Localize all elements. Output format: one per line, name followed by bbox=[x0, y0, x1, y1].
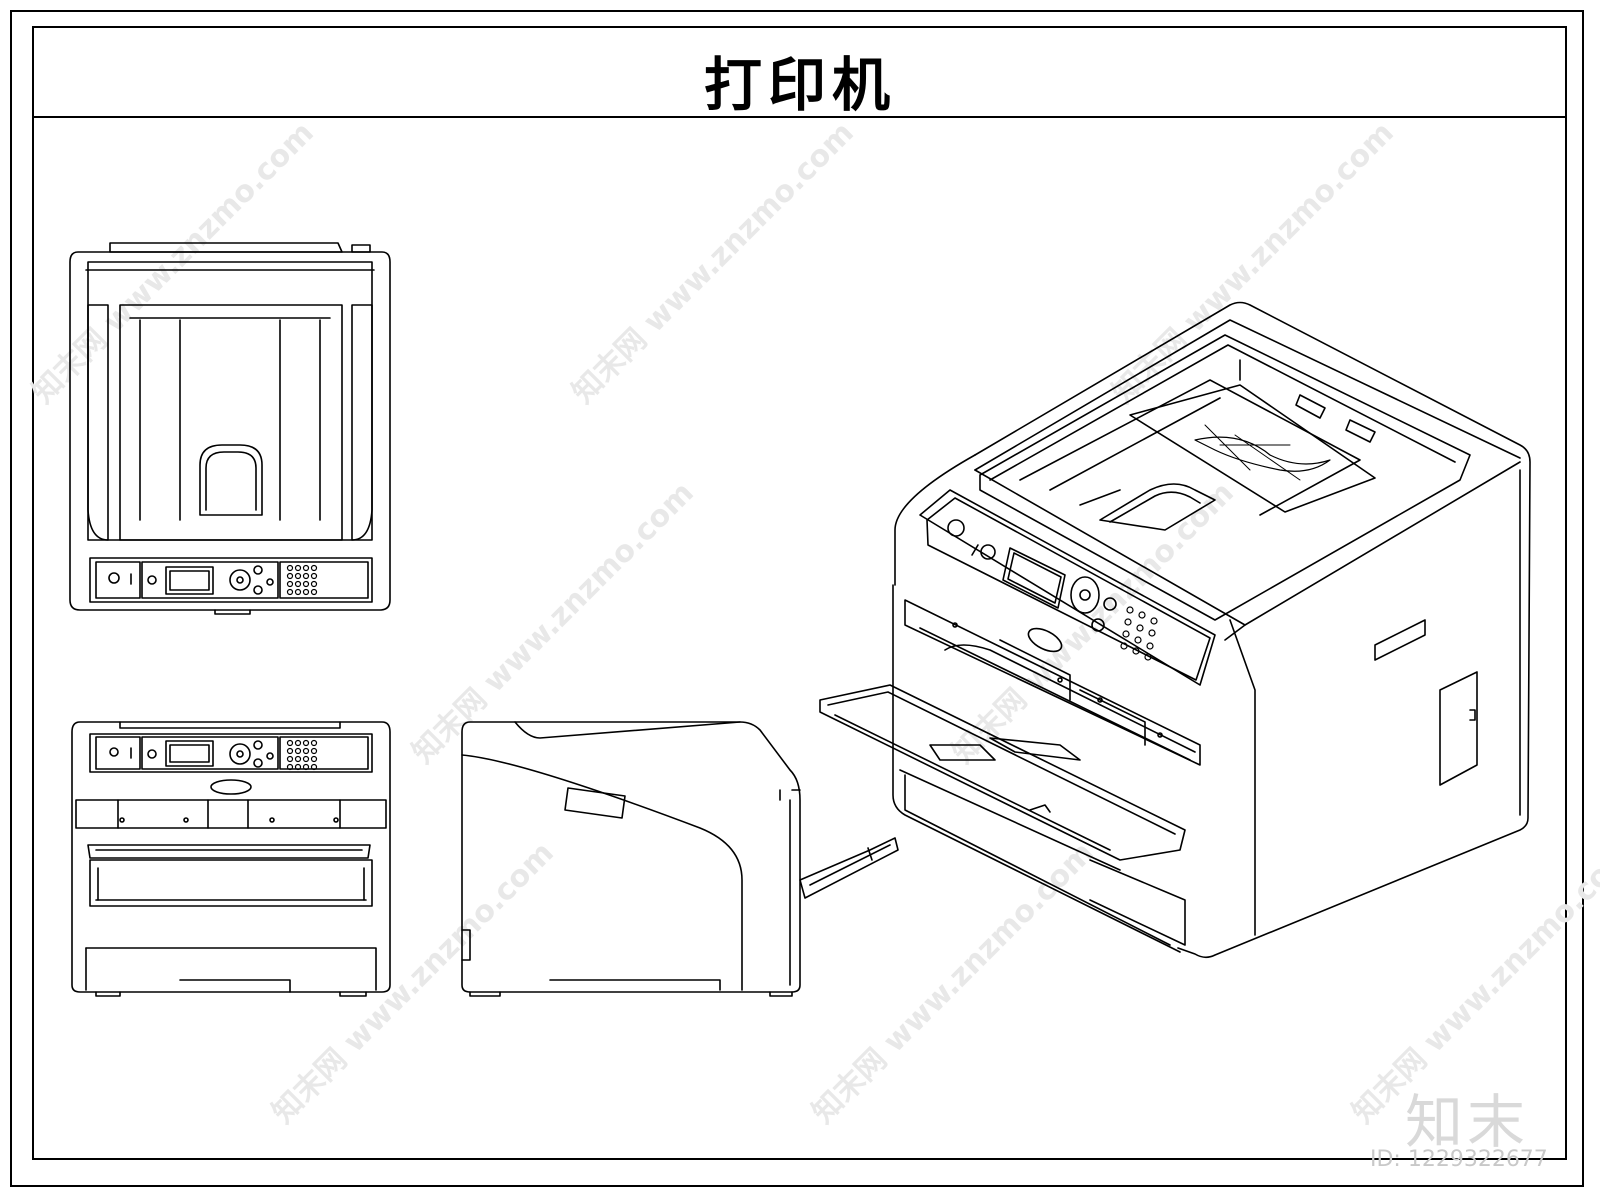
top-view bbox=[69, 242, 391, 615]
side-view bbox=[461, 721, 899, 997]
drawing-frame-outer bbox=[10, 10, 1584, 1187]
title-divider bbox=[32, 116, 1567, 118]
iso-view bbox=[819, 301, 1531, 959]
drawing-frame-inner bbox=[32, 26, 1567, 1160]
watermark-logo: 知末 bbox=[1405, 1088, 1530, 1156]
front-view bbox=[71, 721, 391, 997]
drawing-title: 打印机 bbox=[703, 51, 896, 119]
watermark-id: ID: 1229322677 bbox=[1370, 1147, 1548, 1172]
